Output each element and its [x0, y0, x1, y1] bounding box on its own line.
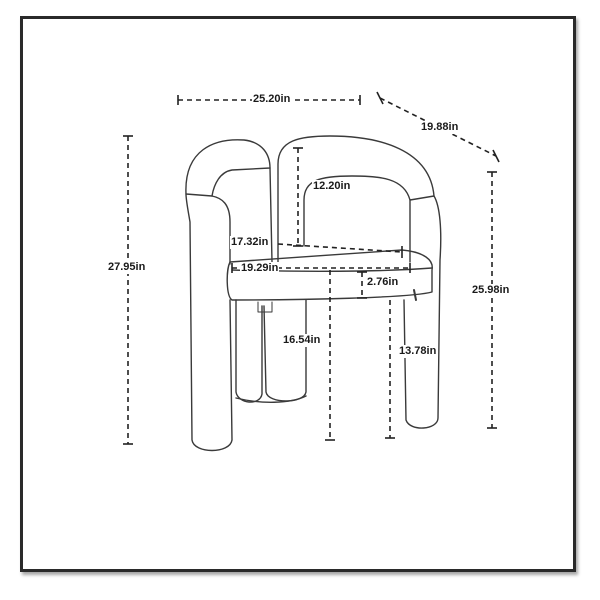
- chair-back-seam: [269, 167, 273, 263]
- chair-left-leg: [185, 193, 233, 452]
- chair-front-leg-b: [263, 299, 307, 402]
- chair-left-back: [185, 139, 271, 197]
- label-arm-height: 25.98in: [471, 284, 511, 297]
- chair-right-arm: [277, 135, 435, 263]
- label-overall-width: 25.20in: [252, 93, 292, 106]
- label-back-height: 12.20in: [312, 180, 352, 193]
- label-seat-depth: 17.32in: [230, 236, 270, 249]
- label-leg-height: 13.78in: [398, 345, 438, 358]
- chair-front-leg-a: [235, 299, 263, 403]
- label-seat-thickness: 2.76in: [366, 276, 400, 289]
- label-seat-width: 19.29in: [240, 262, 280, 275]
- label-overall-height: 27.95in: [107, 261, 147, 274]
- label-seat-height: 16.54in: [282, 334, 322, 347]
- label-overall-depth: 19.88in: [420, 121, 460, 134]
- chair-right-leg: [403, 195, 442, 429]
